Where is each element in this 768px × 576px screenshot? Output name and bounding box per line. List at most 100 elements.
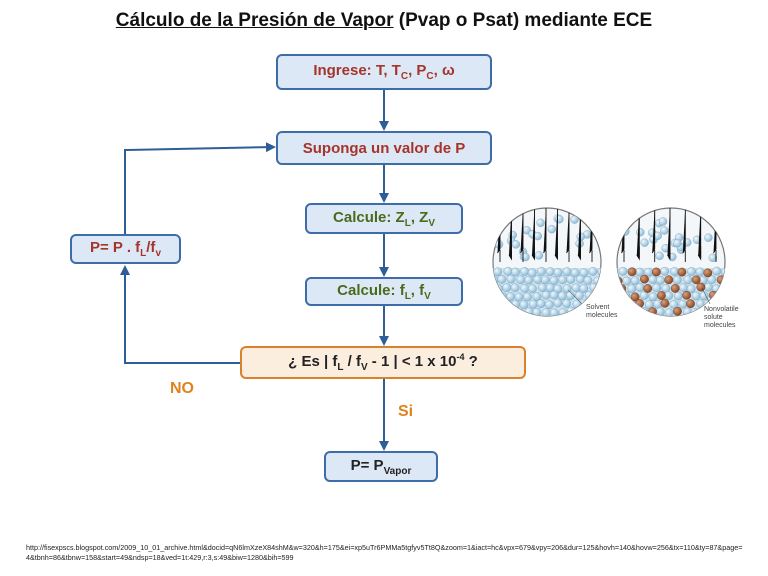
solvent-molecule [656,276,665,285]
input-text-1: Ingrese: T, T [313,62,401,79]
solvent-molecule [571,283,581,293]
solute-molecule [651,267,661,277]
solvent-molecule [527,268,537,278]
solvent-molecule [575,291,584,300]
solvent-molecule [592,292,601,302]
solvent-molecule [562,267,572,276]
solvent-molecule [639,291,649,300]
cond-text-2: / f [343,353,361,370]
solvent-molecule [618,266,628,276]
solute-molecule [677,267,687,277]
solute-molecule [617,284,627,293]
calc-f-sub-2: V [424,290,431,302]
solvent-molecule [553,298,563,308]
solvent-molecule [664,308,674,316]
guess-box: Suponga un valor de P [276,131,492,165]
solute-molecule [630,292,640,302]
calc-f-text-2: , f [410,281,425,299]
page-title: Cálculo de la Presión de Vapor (Pvap o P… [0,10,768,32]
solvent-molecule [502,283,512,293]
solvent-molecule [493,298,495,308]
molecule-arrowhead [531,208,535,261]
molecule-arrowhead [520,208,524,254]
solute-molecule [691,275,701,285]
solvent-molecule [523,292,532,302]
solvent-molecule [503,266,513,276]
solvent-molecule [520,267,529,276]
solute-molecule [703,268,713,278]
solvent-molecule [652,283,662,293]
solvent-molecule [589,283,599,292]
solvent-molecule [617,284,620,294]
solvent-molecule [618,299,627,309]
solvent-molecule [598,282,601,292]
solvent-molecule [532,292,542,302]
result-sub: Vapor [383,465,412,477]
arrow-update-to-guess [124,142,276,234]
solute-molecule [664,275,674,285]
solute-caption-line1: Nonvolatile [704,306,739,313]
solvent-molecule [536,299,546,309]
source-url: http://fisexpscs.blogspot.com/2009_10_01… [26,543,743,562]
solvent-molecule [532,307,542,316]
solvent-molecule [712,266,722,276]
solvent-caption-line2: molecules [586,312,618,319]
vapor-molecule [673,239,682,248]
input-text-2: , P [408,62,427,79]
vapor-molecule [700,210,709,220]
solvent-molecule [497,274,507,284]
solute-molecule [682,290,692,300]
solvent-molecule [602,291,608,299]
solute-molecule [686,299,695,309]
solvent-molecule [669,300,679,309]
solvent-molecule [519,300,529,310]
solute-molecule [621,306,631,316]
solvent-molecule [716,290,725,300]
solvent-molecule [503,300,513,309]
title-underlined: Cálculo de la Presión de Vapor [115,10,394,31]
calc-f-box: Calcule: fL, fV [305,277,463,306]
solvent-molecule [576,274,585,284]
solute-caption-line2: solute [704,314,723,321]
solvent-molecule [510,283,520,293]
solvent-molecule [528,299,538,309]
si-label: Si [398,403,414,420]
solute-molecule [627,267,637,277]
solvent-molecule [549,276,559,286]
solvent-molecule [541,275,550,285]
solvent-molecule [726,276,732,284]
solute-molecule [670,284,680,293]
solvent-molecule [699,291,709,301]
solvent-molecule [583,276,593,285]
solvent-molecule [617,266,618,276]
solute-molecule [660,298,670,308]
solvent-molecule [724,292,725,302]
cond-text-1: ¿ Es | f [288,353,338,370]
solute-illustration [616,207,732,317]
solute-molecule [696,282,706,292]
solvent-molecule [545,267,555,276]
molecule-arrowhead [697,208,702,261]
input-sub-1: C [400,71,409,82]
solvent-molecule [579,284,589,293]
guess-text: Suponga un valor de P [302,139,466,157]
solvent-molecule [617,292,623,302]
solvent-molecule [506,274,516,284]
calc-z-text-1: Calcule: Z [333,208,405,226]
solvent-illustration [492,207,608,317]
solvent-molecule [524,307,534,316]
update-box: P= P . fL/fv [70,234,181,264]
vapor-molecule [497,214,506,224]
solvent-molecule [515,308,524,316]
solvent-molecule [493,275,499,285]
solute-molecule [721,284,725,294]
solvent-molecule [627,284,637,294]
solvent-molecule [622,276,632,286]
solvent-molecule [494,299,503,309]
solvent-molecule [493,283,495,293]
solvent-molecule [648,292,658,302]
vapor-molecule [534,251,544,260]
input-text-3: , ω [433,62,455,79]
solvent-molecule [673,275,682,285]
solvent-molecule [704,282,713,292]
